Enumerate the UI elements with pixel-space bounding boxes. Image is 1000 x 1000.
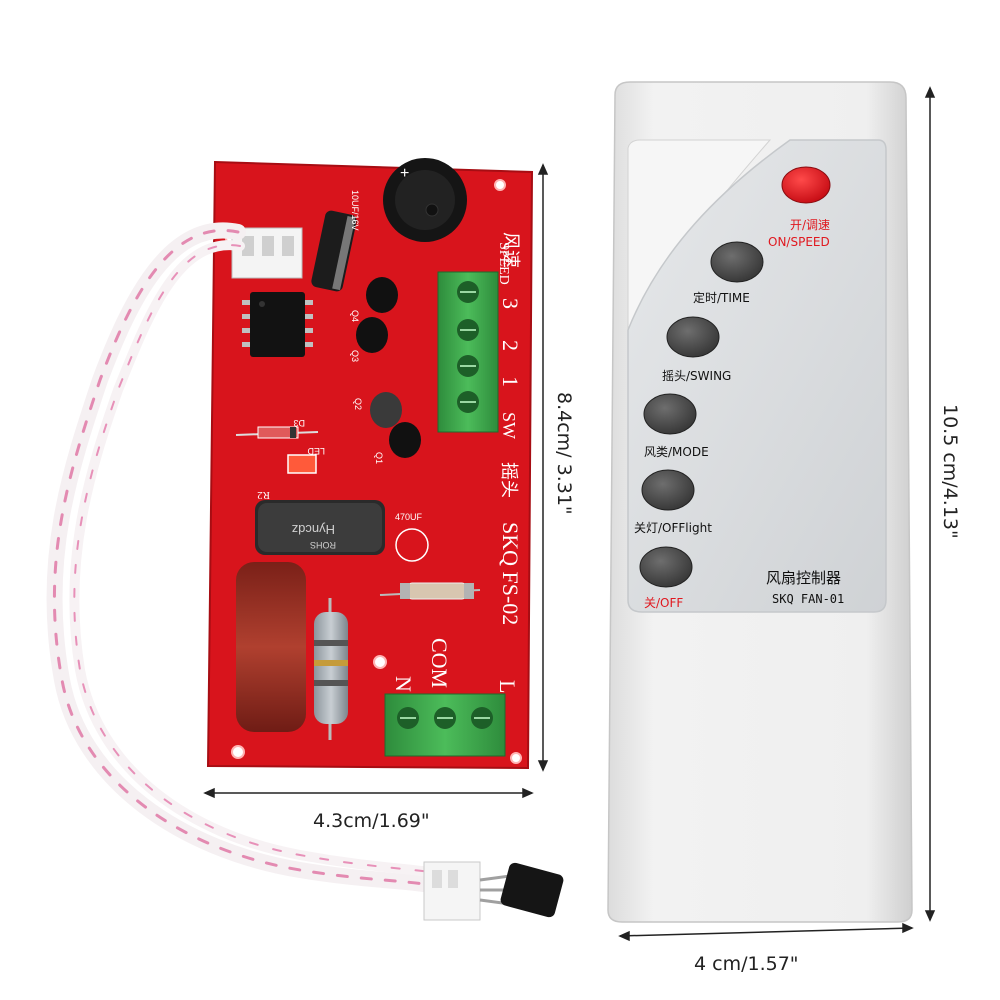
time-label: 定时/TIME	[693, 290, 750, 305]
off-label-zh: 关	[644, 596, 656, 610]
ir-receiver	[423, 861, 564, 921]
board-model: SKQ FS-02	[498, 522, 523, 625]
cap-brand-1: Hyncdz	[292, 522, 335, 537]
remote-brand-zh: 风扇控制器	[766, 569, 841, 587]
buzzer-plus: +	[400, 165, 409, 182]
remote-width-label: 4 cm/1.57"	[694, 953, 799, 975]
power-resistor	[314, 598, 348, 740]
offlight-label-en: /OFFlight	[658, 521, 712, 535]
swing-label-zh: 摇头	[662, 369, 686, 383]
r2-label: R2	[257, 489, 270, 501]
diode-d3: D3	[235, 418, 319, 439]
led: LED R2	[257, 446, 325, 501]
buzzer: +	[383, 158, 467, 242]
ic-chip	[242, 292, 313, 357]
small-capacitor: 10UF/16V	[311, 190, 360, 292]
cap-rohs: ROHS	[310, 540, 336, 550]
com-label: COM	[427, 638, 452, 688]
remote-model: SKQ FAN-01	[772, 592, 844, 606]
fuse	[379, 582, 481, 600]
mode-label-zh: 风类	[644, 445, 668, 459]
swing-label: 摇头	[499, 462, 519, 498]
speed-number-3: 3	[498, 298, 523, 309]
pcb-board: 10UF/16V + Q4 Q3	[206, 158, 534, 770]
large-capacitor: Hyncdz ROHS 470UF	[255, 500, 429, 562]
sw-label: SW	[499, 412, 519, 439]
transistor-label-q4: Q4	[350, 310, 360, 322]
offlight-label-zh: 关灯	[634, 521, 658, 535]
speed-number-1: 1	[498, 376, 523, 387]
on-speed-label-en: ON/SPEED	[768, 235, 830, 249]
mode-button[interactable]	[643, 393, 697, 435]
remote-height-label: 10.5 cm/4.13"	[939, 404, 961, 539]
d3-label: D3	[293, 418, 305, 428]
time-button[interactable]	[710, 241, 764, 283]
transistors: Q4 Q3 Q2 Q1	[350, 277, 421, 464]
offlight-button[interactable]	[641, 469, 695, 511]
swing-label: 摇头/SWING	[662, 369, 731, 383]
speed-zh-label: 风速	[501, 232, 521, 268]
mode-label-en: /MODE	[668, 445, 709, 459]
board-width-label: 4.3cm/1.69"	[313, 810, 430, 832]
board-height-label: 8.4cm/ 3.31"	[553, 392, 575, 515]
remote-control: 开/调速 ON/SPEED 定时/TIME 摇头/SWING 风类/MODE 关…	[607, 81, 913, 923]
on-speed-button[interactable]	[781, 166, 831, 204]
speed-number-2: 2	[498, 340, 523, 351]
mode-label: 风类/MODE	[644, 445, 709, 459]
offlight-label: 关灯/OFFlight	[634, 521, 712, 535]
time-label-en: /TIME	[717, 291, 750, 305]
speed-en-label: SPEED	[496, 242, 511, 285]
power-terminal-block	[384, 693, 506, 757]
board-silkscreen: 风速 SPEED 3 2 1 SW 摇头 SKQ FS-02 COM N L	[391, 232, 523, 693]
time-label-zh: 定时	[693, 290, 717, 305]
n-label: N	[391, 676, 416, 692]
swing-label-en: /SWING	[686, 369, 731, 383]
transistor-label-q1: Q1	[374, 452, 384, 464]
off-label-en: /OFF	[656, 596, 683, 610]
cap-value: 470UF	[395, 512, 423, 522]
led-label: LED	[307, 446, 325, 456]
speed-terminal-block	[437, 271, 499, 433]
small-cap-value: 10UF/16V	[350, 190, 360, 231]
transistor-label-q3: Q3	[350, 350, 360, 362]
on-speed-label-zh: 开/调速	[790, 218, 830, 232]
dimension-lines	[203, 86, 936, 942]
ribbon-cable	[46, 222, 438, 893]
l-label: L	[495, 680, 520, 693]
swing-button[interactable]	[666, 316, 720, 358]
film-capacitor	[236, 562, 306, 732]
off-button[interactable]	[639, 546, 693, 588]
off-label: 关/OFF	[644, 596, 683, 610]
transistor-label-q2: Q2	[353, 398, 363, 410]
